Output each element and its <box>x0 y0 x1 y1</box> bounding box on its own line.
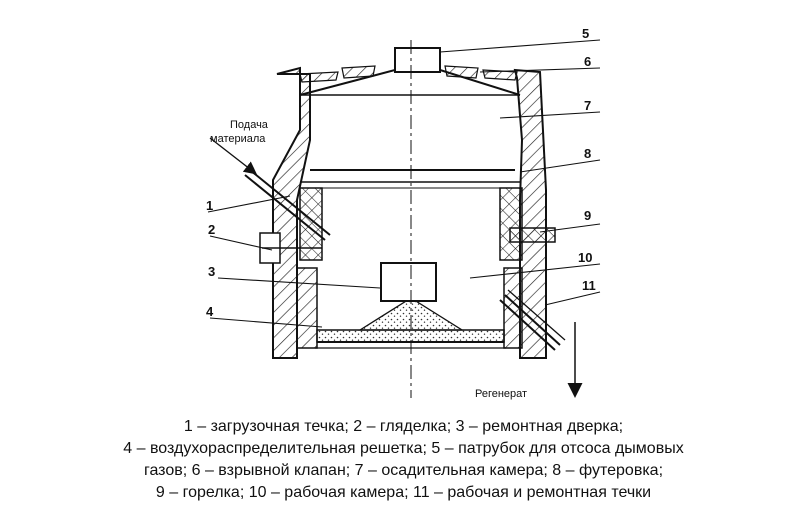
feed-label-line2: материала <box>210 133 266 145</box>
label-9: 9 <box>584 208 591 223</box>
caption-line-1: 1 – загрузочная течка; 2 – гляделка; 3 –… <box>183 418 624 435</box>
feed-chute <box>209 137 331 241</box>
exhaust-pipe <box>394 47 441 73</box>
burner <box>509 227 556 243</box>
furnace-diagram: 5 6 7 8 9 10 11 1 2 3 4 Подача материала… <box>206 26 601 400</box>
sight-glass <box>259 232 322 264</box>
figure-caption: 1 – загрузочная течка; 2 – гляделка; 3 –… <box>0 416 807 504</box>
label-2: 2 <box>208 222 215 237</box>
explosion-valves <box>299 65 518 83</box>
discharge-chutes <box>499 289 583 398</box>
label-1: 1 <box>206 198 213 213</box>
feed-label-line1: Подача <box>230 119 269 131</box>
label-10: 10 <box>578 250 592 265</box>
caption-line-4: 9 – горелка; 10 – рабочая камера; 11 – р… <box>155 484 652 501</box>
regenerat-label: Регенерат <box>475 388 527 400</box>
label-11: 11 <box>582 278 596 293</box>
caption-line-2: 4 – воздухораспределительная решетка; 5 … <box>123 440 684 457</box>
repair-door <box>380 262 437 302</box>
label-4: 4 <box>206 304 214 319</box>
lining <box>296 187 523 349</box>
label-6: 6 <box>584 54 591 69</box>
label-3: 3 <box>208 264 215 279</box>
label-8: 8 <box>584 146 591 161</box>
label-7: 7 <box>584 98 591 113</box>
leader-lines <box>207 39 601 328</box>
label-5: 5 <box>582 26 589 41</box>
caption-line-3: газов; 6 – взрывной клапан; 7 – осадител… <box>143 462 664 479</box>
